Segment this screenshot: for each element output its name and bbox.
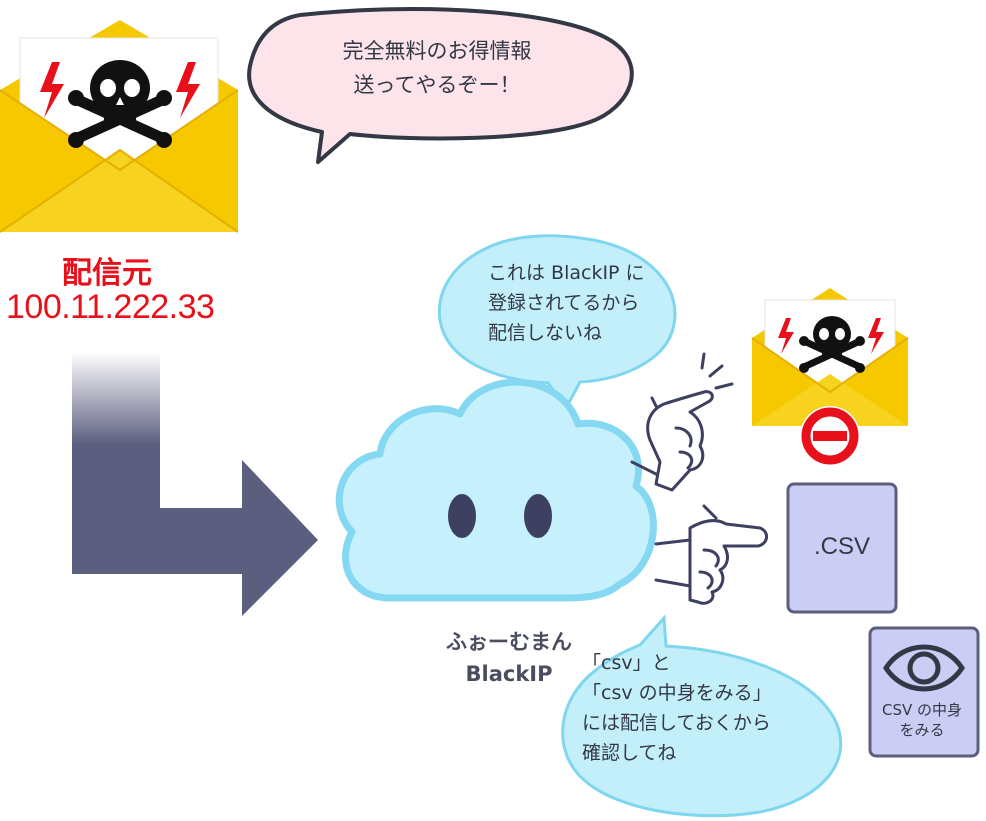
csv-view-card <box>868 626 980 758</box>
speech-mid-line: 配信しないね <box>488 322 603 344</box>
pointing-hand-right-icon <box>654 504 768 605</box>
cloud-eye-right <box>524 494 552 538</box>
speech-bottom-line: 「csv の中身をみる」 <box>582 682 772 704</box>
speech-bottom-line: 確認してね <box>582 742 677 764</box>
cloud-name-line1: ふぉーむまん <box>446 630 572 654</box>
speech-mid-text: これは BlackIP に 登録されてるから 配信しないね <box>488 258 645 348</box>
speech-top-text: 完全無料のお得情報 送ってやるぞー！ <box>292 34 582 102</box>
csv-file-label: .CSV <box>813 533 870 560</box>
lightning-right-icon <box>176 62 200 118</box>
csv-view-label: CSV の中身 をみる <box>866 700 978 740</box>
cloud-character <box>335 378 657 602</box>
speech-mid-line: これは BlackIP に <box>488 262 645 284</box>
speech-top-line: 送ってやるぞー！ <box>353 73 521 97</box>
cloud-name-line2: BlackIP <box>465 662 553 686</box>
skull-small-icon <box>799 316 865 373</box>
sender-ip: 100.11.222.33 <box>6 288 215 326</box>
csv-file-icon <box>786 482 898 614</box>
flow-arrow <box>72 352 318 616</box>
pointing-hand-up-icon <box>630 352 734 492</box>
csv-view-line1: CSV の中身 <box>881 701 963 719</box>
speech-bottom-line: には配信しておくから <box>582 712 771 734</box>
speech-bubble-mid <box>437 234 677 411</box>
speech-bottom-text: 「csv」と 「csv の中身をみる」 には配信しておくから 確認してね <box>582 648 772 768</box>
speech-bubble-top <box>247 7 634 164</box>
cloud-name: ふぉーむまん BlackIP <box>414 626 604 690</box>
csv-view-line2: をみる <box>899 721 945 739</box>
prohibited-icon <box>800 406 860 466</box>
eye-icon <box>883 644 965 692</box>
sender-label: 配信元 <box>62 256 152 291</box>
speech-top-line: 完全無料のお得情報 <box>342 39 532 63</box>
blocked-envelope-icon <box>751 288 909 466</box>
cloud-eye-left <box>448 494 476 538</box>
lightning-left-icon <box>40 62 64 118</box>
speech-bottom-line: 「csv」と <box>582 652 671 674</box>
speech-mid-line: 登録されてるから <box>488 292 640 314</box>
sender-envelope-icon <box>0 20 239 233</box>
skull-icon <box>68 60 172 148</box>
speech-bubble-bottom <box>561 614 843 818</box>
